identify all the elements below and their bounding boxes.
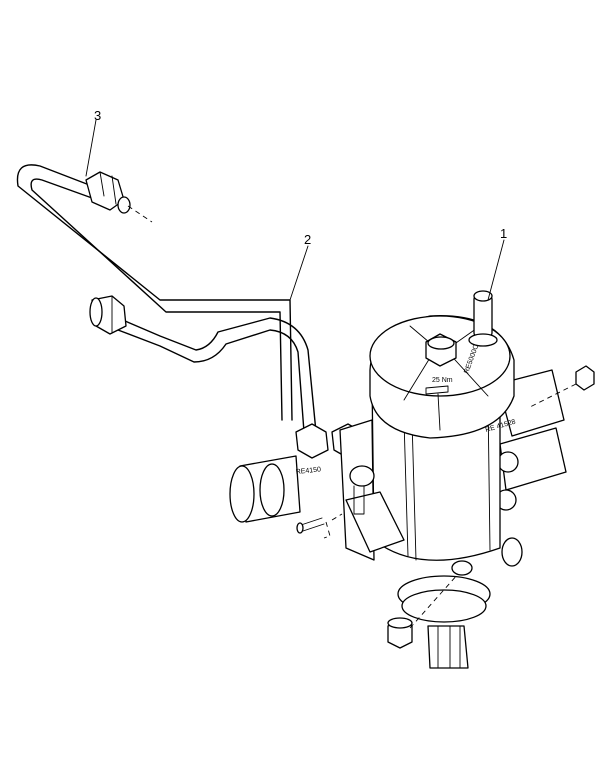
torque-marking: 25 Nm bbox=[432, 377, 453, 384]
fitting-nut-free-end bbox=[89, 295, 127, 335]
callout-1: 1 bbox=[487, 226, 507, 301]
fuel-line-upper bbox=[16, 164, 317, 433]
screw-left bbox=[296, 513, 343, 539]
plug-right bbox=[527, 365, 595, 409]
callout-1-label: 1 bbox=[500, 226, 507, 241]
plug-lower bbox=[387, 573, 459, 649]
fitting-nut-line-3 bbox=[85, 171, 153, 223]
callout-3-label: 3 bbox=[94, 108, 101, 123]
callout-2-label: 2 bbox=[304, 232, 311, 247]
port-code-marking: RE4150 bbox=[295, 466, 321, 476]
fuel-filter-assembly bbox=[229, 290, 567, 669]
callout-2: 2 bbox=[289, 232, 311, 301]
callout-3: 3 bbox=[85, 108, 101, 177]
